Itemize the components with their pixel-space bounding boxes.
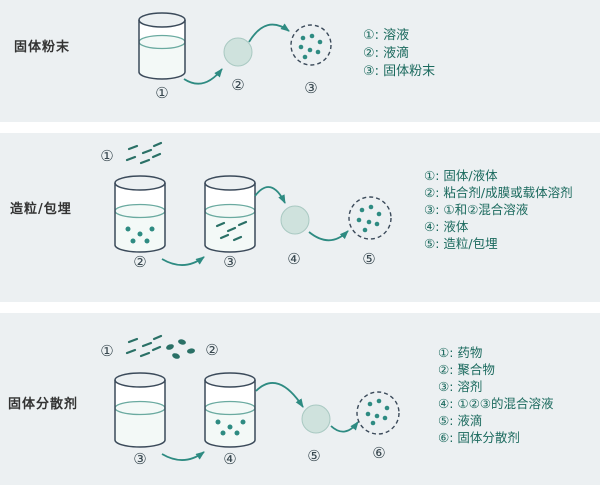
legend-item: ③: 溶剂 (438, 379, 483, 394)
legend-granulation: ①: 固体/液体 ②: 粘合剂/成膜或载体溶剂 ③: ①和②混合溶液 ④: 液体… (424, 167, 573, 252)
section-label-solid-powder: 固体粉末 (14, 40, 71, 55)
arrow-droplet-to-dispersion (330, 421, 359, 433)
powder-dashed-circle (290, 24, 332, 66)
legend-item: ⑤: 液滴 (438, 413, 483, 428)
step-number-3: ③ (304, 79, 318, 97)
legend-solid-powder: ①: 溶液 ②: 液滴 ③: 固体粉末 (363, 27, 435, 81)
step-number-1: ① (155, 84, 169, 102)
granulation-diagram (114, 141, 392, 266)
panel-solid-dispersion: 固体分散剂 ① ② ③ ④ ⑤ ⑥ ①: 药物 ②: 聚合物 ③: 溶剂 ④: … (0, 313, 600, 485)
legend-item: ③: ①和②混合溶液 (424, 202, 529, 217)
solid-powder-diagram (138, 12, 332, 85)
arrow-solvent-to-mix (161, 451, 205, 461)
arrow-mix-to-droplet (255, 382, 304, 408)
polymer-particles (166, 339, 195, 359)
step-number-1: ① (100, 147, 114, 165)
legend-item: ②: 聚合物 (438, 362, 495, 377)
legend-item: ⑤: 造粒/包埋 (424, 236, 498, 251)
arrow-liquid-to-granule (308, 230, 349, 242)
step-number-2: ② (205, 341, 219, 359)
legend-item: ②: 液滴 (363, 46, 410, 61)
legend-item: ③: 固体粉末 (363, 64, 436, 79)
legend-item: ⑥: 固体分散剂 (438, 430, 520, 445)
dispersion-dashed-circle (356, 391, 400, 435)
panel-granulation: 造粒/包埋 ① ② ③ ④ ⑤ ①: 固体/液体 ②: 粘合剂/成膜或载体溶剂 … (0, 133, 600, 302)
beaker-solution (138, 12, 186, 80)
step-number-5: ⑤ (362, 250, 376, 268)
arrow-solution-to-droplet (183, 68, 223, 85)
arrow-binder-to-mix (161, 256, 205, 266)
legend-item: ①: 溶液 (363, 28, 410, 43)
legend-item: ④: 液体 (424, 219, 469, 234)
legend-solid-dispersion: ①: 药物 ②: 聚合物 ③: 溶剂 ④: ①②③的混合溶液 ⑤: 液滴 ⑥: … (438, 344, 554, 446)
step-number-1: ① (100, 342, 114, 360)
liquid-circle (280, 205, 310, 235)
legend-item: ②: 粘合剂/成膜或载体溶剂 (424, 185, 573, 200)
legend-item: ④: ①②③的混合溶液 (438, 396, 554, 411)
section-label-solid-dispersion: 固体分散剂 (8, 397, 79, 412)
legend-item: ①: 药物 (438, 345, 483, 360)
step-number-3: ③ (133, 450, 147, 468)
beaker-mixed-solution (204, 372, 256, 448)
section-label-granulation: 造粒/包埋 (10, 202, 72, 217)
step-number-5: ⑤ (307, 447, 321, 465)
step-number-2: ② (231, 76, 245, 94)
droplet-circle (301, 404, 331, 434)
beaker-binder (114, 175, 166, 253)
solid-particles (125, 141, 163, 165)
step-number-2: ② (133, 253, 147, 271)
arrow-mix-to-liquid (254, 186, 286, 204)
droplet-circle (223, 37, 253, 67)
solid-dispersion-diagram (114, 334, 400, 461)
step-number-3: ③ (223, 253, 237, 271)
legend-item: ①: 固体/液体 (424, 168, 498, 183)
drug-particles (125, 334, 163, 358)
beaker-solvent (114, 372, 166, 448)
step-number-6: ⑥ (372, 444, 386, 462)
step-number-4: ④ (223, 450, 237, 468)
granule-dashed-circle (348, 196, 392, 240)
beaker-mixture (204, 175, 256, 253)
step-number-4: ④ (287, 250, 301, 268)
panel-solid-powder: 固体粉末 ① ② ③ ①: 溶液 ②: 液滴 ③: 固体粉末 (0, 0, 600, 122)
arrow-droplet-to-powder (248, 23, 290, 43)
